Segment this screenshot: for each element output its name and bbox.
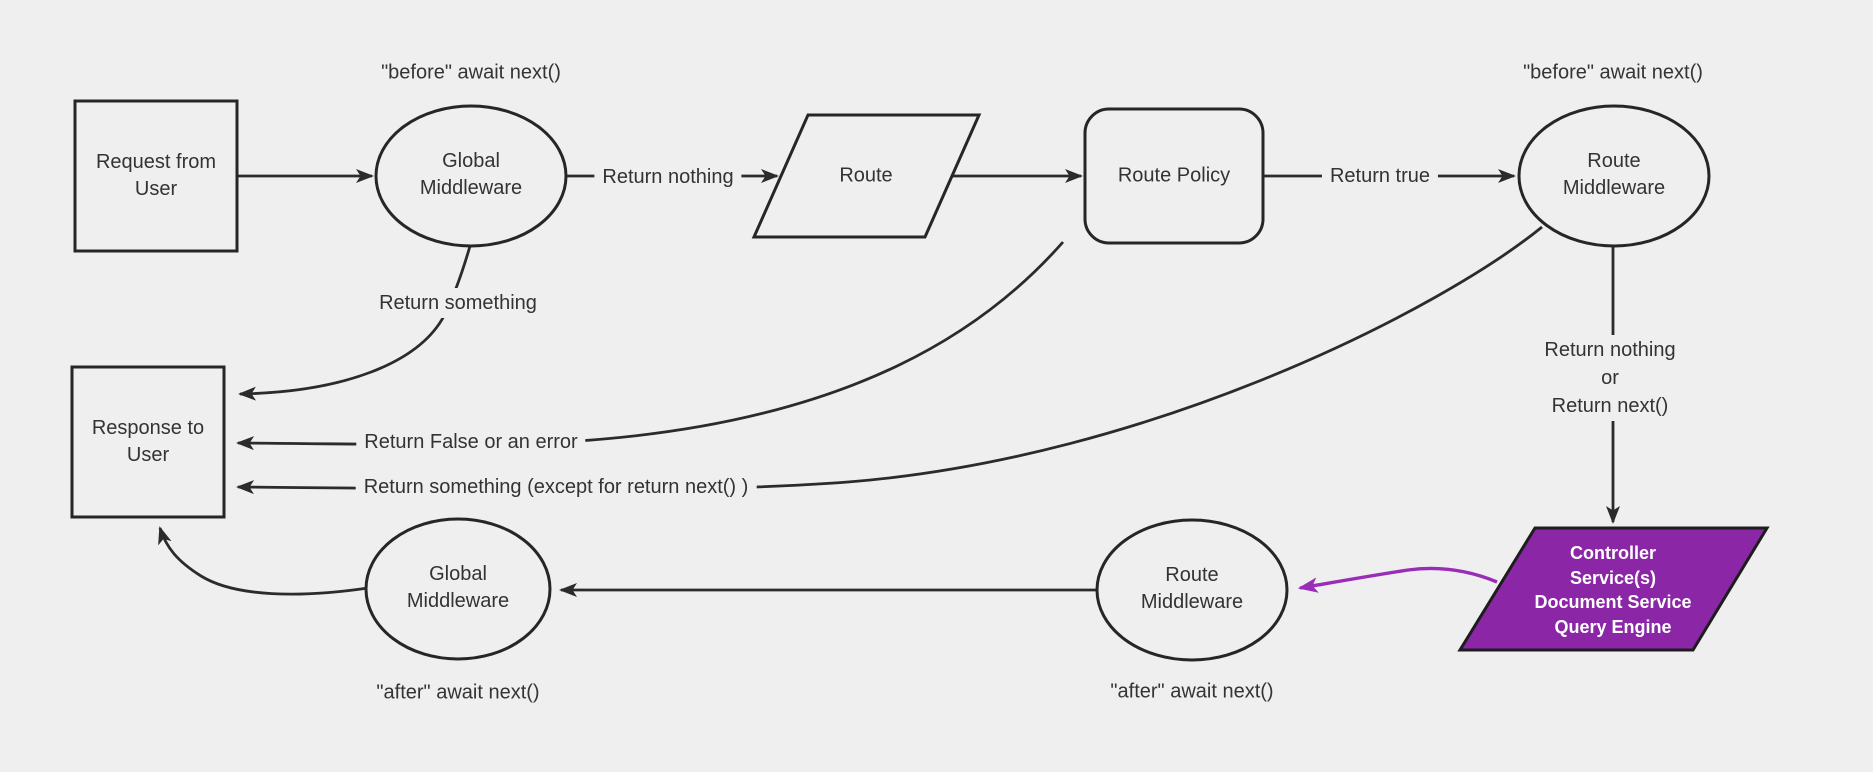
route-middleware-top-node	[1517, 104, 1711, 248]
request-node-label: Request from User	[95, 151, 217, 200]
after-await-next-left-annotation: "after" await next()	[376, 681, 540, 704]
edge-label-return-true: Return true	[1321, 161, 1439, 191]
edge-route-policy-return-false	[236, 241, 1065, 451]
route-middleware-top-label: Route Middleware	[1562, 150, 1666, 199]
global-middleware-bottom-label: Global Middleware	[406, 563, 510, 612]
global-middleware-top-node	[374, 104, 568, 248]
route-middleware-bottom-label: Route Middleware	[1140, 564, 1244, 613]
response-node	[70, 365, 226, 519]
edge-label-return-something: Return something	[371, 288, 545, 318]
controller-node	[1457, 526, 1770, 652]
before-await-next-right-annotation: "before" await next()	[1523, 61, 1703, 84]
edge-label-return-nothing-or-next: Return nothing or Return next()	[1536, 335, 1684, 421]
after-await-next-right-annotation: "after" await next()	[1110, 680, 1274, 703]
edge-global-middleware-to-response	[158, 526, 369, 596]
before-await-next-left-annotation: "before" await next()	[381, 61, 561, 84]
edge-global-middleware-return-something	[238, 245, 472, 401]
route-node-label: Route	[839, 164, 893, 187]
route-middleware-bottom-node	[1095, 518, 1289, 662]
controller-node-label: Controller Service(s) Document Service Q…	[1534, 543, 1692, 637]
global-middleware-top-label: Global Middleware	[419, 150, 523, 199]
edge-label-return-something-except: Return something (except for return next…	[355, 472, 757, 502]
route-policy-node	[1083, 107, 1265, 245]
route-node	[751, 113, 982, 239]
global-middleware-bottom-node	[364, 517, 552, 661]
edge-controller-to-route-middleware	[1297, 566, 1498, 593]
edge-label-return-false: Return False or an error	[356, 427, 586, 457]
route-policy-label: Route Policy	[1117, 164, 1231, 187]
request-node	[73, 99, 239, 253]
edge-label-return-nothing: Return nothing	[594, 162, 742, 192]
response-node-label: Response to User	[91, 417, 205, 466]
